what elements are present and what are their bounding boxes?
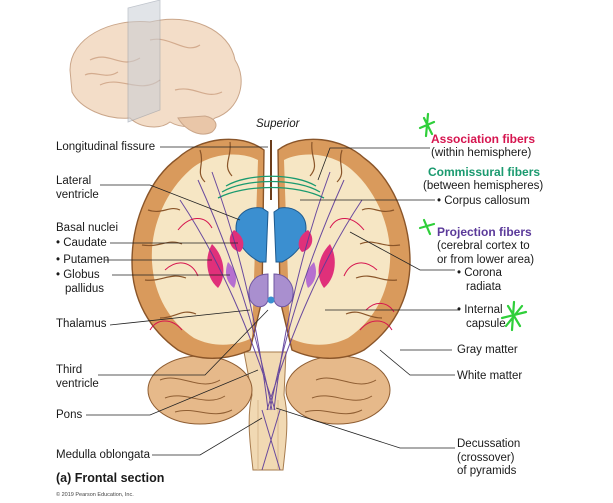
commissural-fibers-label: Commissural fibers — [428, 165, 541, 179]
pons-label: Pons — [56, 409, 83, 421]
internal-capsule-line2: capsule — [466, 317, 506, 330]
globus-pallidus-line2: pallidus — [65, 282, 104, 295]
cerebellum-masses — [147, 355, 391, 425]
internal-capsule-label: Internal capsule — [457, 304, 506, 331]
leader-lines — [86, 146, 460, 456]
lateral-ventricles — [235, 207, 307, 263]
decussation-line1: Decussation — [457, 438, 521, 450]
thalamus-label: Thalamus — [56, 318, 107, 330]
decussation-line2: (crossover) — [457, 451, 515, 464]
globus-pallidus-label: Globus pallidus — [56, 269, 104, 296]
corpus-callosum-label: Corpus callosum — [437, 195, 530, 209]
third-ventricle-line1: Third — [56, 364, 83, 376]
left-hemisphere — [131, 138, 265, 359]
gray-matter-label: Gray matter — [457, 344, 518, 356]
longitudinal-fissure-label: Longitudinal fissure — [56, 141, 156, 153]
lateral-ventricle-line1: Lateral — [56, 175, 92, 187]
third-ventricle-label: Third ventricle — [56, 364, 99, 391]
decussation-label: Decussation (crossover) of pyramids — [457, 438, 520, 479]
corona-radiata-line1: Corona — [457, 267, 502, 281]
lateral-ventricle-label: Lateral ventricle — [56, 175, 99, 202]
inset-brain-icon — [69, 0, 242, 135]
putamen-label: Putamen — [56, 254, 109, 268]
superior-label: Superior — [256, 118, 300, 130]
globus-pallidus-line1: Globus — [56, 269, 104, 283]
association-fibers-label: Association fibers — [431, 132, 536, 146]
internal-capsule-line1: Internal — [457, 304, 506, 318]
projection-sub-line1: (cerebral cortex to — [437, 240, 530, 252]
corona-radiata-label: Corona radiata — [457, 267, 502, 294]
third-ventricle-line2: ventricle — [56, 377, 99, 390]
annotation-star-marks — [418, 112, 528, 332]
medulla-oblongata-label: Medulla oblongata — [56, 449, 150, 461]
white-matter-label: White matter — [457, 370, 523, 382]
corona-radiata-line2: radiata — [466, 280, 502, 293]
commissural-fibers — [217, 175, 325, 199]
lateral-ventricle-line2: ventricle — [56, 188, 99, 201]
decussation-line3: of pyramids — [457, 465, 517, 477]
projection-sub-line2: or from lower area) — [437, 253, 535, 266]
basal-nuclei-label: Basal nuclei — [56, 222, 119, 234]
thalamus-shapes — [248, 273, 294, 308]
association-fibers-sub: (within hemisphere) — [431, 147, 532, 159]
figure-caption: (a) Frontal section — [56, 471, 165, 485]
projection-fibers-sub: (cerebral cortex to or from lower area) — [437, 240, 534, 267]
caudate-label: Caudate — [56, 237, 106, 251]
commissural-fibers-sub: (between hemispheres) — [423, 180, 544, 192]
projection-fibers-label: Projection fibers — [437, 225, 532, 239]
copyright-notice: © 2019 Pearson Education, Inc. — [56, 492, 134, 498]
association-fibers — [149, 218, 395, 331]
projection-fibers — [179, 171, 363, 471]
